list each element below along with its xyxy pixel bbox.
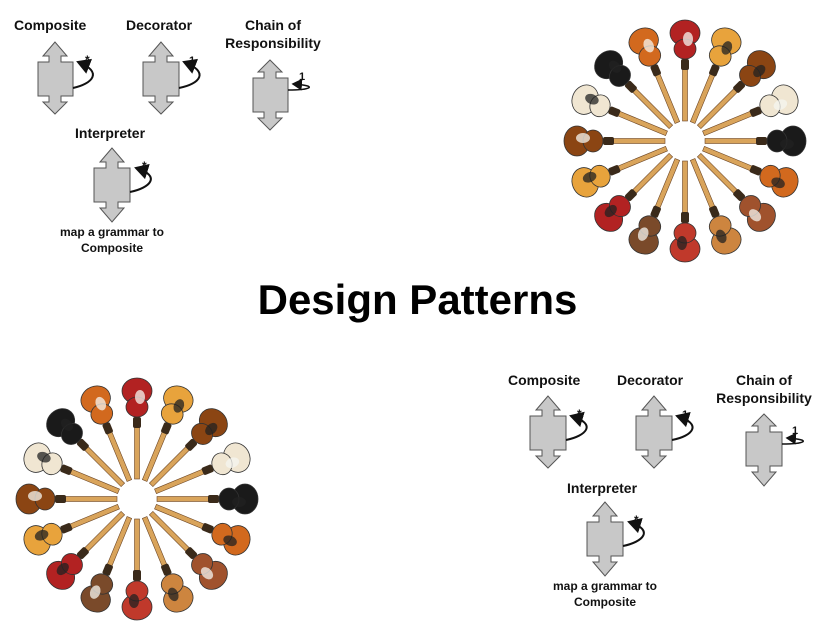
interpreter-note-top: map a grammar to Composite [59,225,165,255]
guitar-icon [704,125,807,157]
decorator-label-top: Decorator [126,17,193,33]
multiplicity-label: 1 [682,409,688,421]
guitar-icon [594,50,674,130]
guitar-icon [669,19,701,122]
multiplicity-label: * [142,159,147,173]
guitar-icon [23,503,120,556]
guitar-icon [696,152,776,232]
composite-shape-top: * [37,41,94,115]
chain-shape-bottom: 1 [745,413,804,487]
guitar-icon [148,408,228,488]
guitar-icon [148,510,228,590]
composite-label-top: Composite [14,17,87,33]
interpreter-shape-bottom: * [586,501,645,577]
guitar-icon [689,158,742,255]
guitar-icon [15,483,118,515]
multiplicity-label: 1 [792,425,798,437]
guitar-icon [571,145,668,198]
guitar-icon [696,50,776,130]
guitar-icon [689,27,742,124]
composite-label-bottom: Composite [508,372,581,388]
multiplicity-label: * [577,407,582,421]
multiplicity-label: 1 [189,55,195,67]
interpreter-shape-top: * [93,147,152,223]
guitar-wheel-bottom [15,377,259,621]
multiplicity-label: * [634,513,639,527]
guitar-icon [46,408,126,488]
decorator-shape-top: 1 [142,41,201,115]
decorator-label-bottom: Decorator [617,372,684,388]
multiplicity-label: 1 [299,71,305,83]
guitar-icon [702,145,799,198]
guitar-icon [628,158,681,255]
interpreter-note-bottom: map a grammar to Composite [552,579,658,609]
guitar-icon [46,510,126,590]
guitar-icon [121,377,153,480]
decorator-shape-bottom: 1 [635,395,694,469]
guitar-icon [23,442,120,495]
interpreter-label-top: Interpreter [75,125,146,141]
multiplicity-label: * [85,53,90,67]
guitar-icon [594,152,674,232]
interpreter-label-bottom: Interpreter [567,480,638,496]
guitar-icon [154,503,251,556]
chain-label-top: Chain of Responsibility [225,17,321,51]
guitar-wheel-top [563,19,807,263]
guitar-icon [141,385,194,482]
guitar-icon [571,84,668,137]
guitar-icon [156,483,259,515]
guitar-icon [121,518,153,621]
chain-shape-top: 1 [252,59,310,131]
guitar-icon [141,516,194,613]
guitar-icon [669,160,701,263]
guitar-icon [80,385,133,482]
guitar-icon [563,125,666,157]
composite-shape-bottom: * [529,395,588,469]
guitar-icon [628,27,681,124]
guitar-icon [154,442,251,495]
guitar-icon [80,516,133,613]
page-title: Design Patterns [257,276,578,323]
guitar-icon [702,84,799,137]
chain-label-bottom: Chain of Responsibility [716,372,812,406]
